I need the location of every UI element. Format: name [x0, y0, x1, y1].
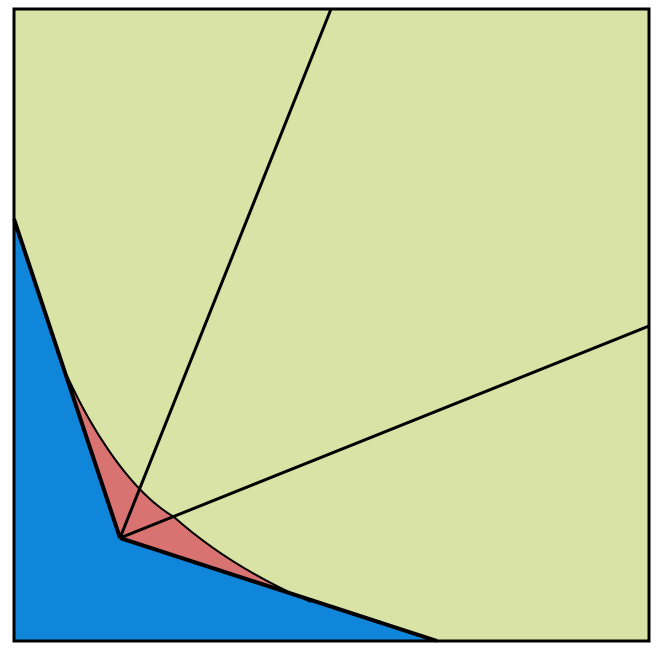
- steep-ray-line: [118, 8, 333, 539]
- blue-lower-boundary-line: [119, 536, 438, 643]
- blue-polygon-region: [14, 219, 437, 641]
- blue-upper-boundary-line: [12, 218, 122, 539]
- red-curved-triangle-region: [57, 352, 311, 602]
- outer-border: [12, 7, 651, 643]
- shallow-ray-line: [119, 324, 650, 540]
